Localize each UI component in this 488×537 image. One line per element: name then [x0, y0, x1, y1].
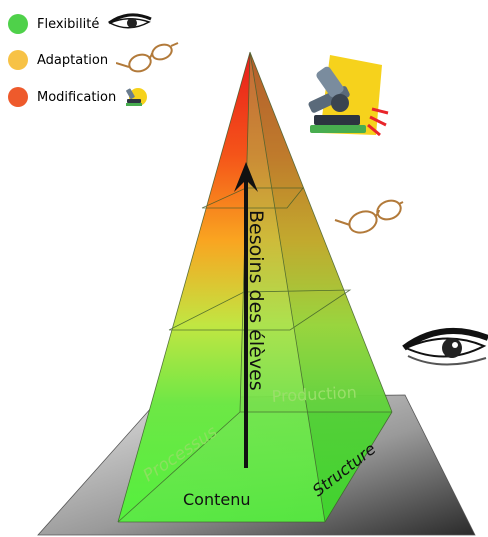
legend-item-adaptation: Adaptation: [8, 42, 180, 73]
pyramid-edges: [117, 51, 393, 523]
legend-label: Adaptation: [37, 52, 109, 68]
face-label-back: Production: [271, 383, 357, 406]
glasses-icon: [115, 41, 180, 79]
face-label-front: Contenu: [183, 490, 251, 509]
arrow-label: Besoins des élèves: [245, 210, 267, 391]
legend-label: Flexibilité: [37, 16, 100, 32]
pyramid-back-face: [240, 52, 392, 412]
microscope-icon: [124, 83, 148, 111]
needs-arrow: [234, 162, 258, 468]
legend-label: Modification: [37, 89, 117, 105]
legend-dot-green: [8, 14, 28, 34]
glasses-icon: [334, 199, 404, 234]
eye-icon: [107, 11, 153, 37]
eye-icon: [402, 327, 488, 366]
legend-item-flexibilite: Flexibilité: [8, 11, 153, 37]
microscope-icon: [308, 55, 389, 137]
legend-dot-yellow: [8, 50, 28, 70]
pyramid-right-face: [250, 52, 392, 522]
legend-item-modification: Modification: [8, 84, 148, 110]
pyramid-front-face: [118, 52, 325, 522]
legend-dot-red: [8, 87, 28, 107]
